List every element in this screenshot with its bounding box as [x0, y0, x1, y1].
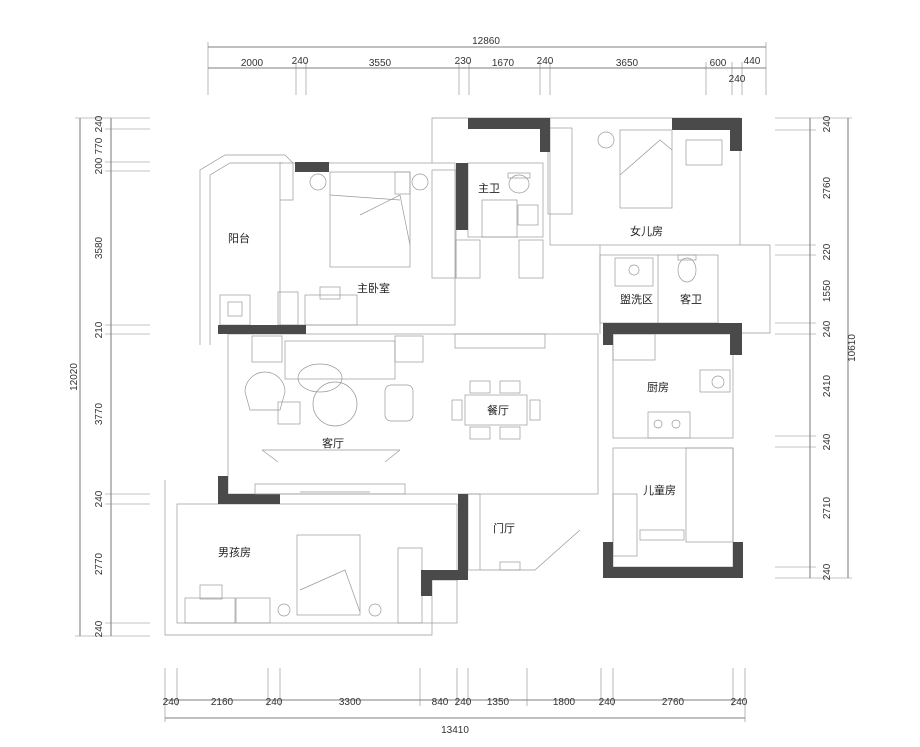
dim-left: 3580 — [94, 236, 105, 259]
dim-bottom: 240 — [599, 697, 616, 708]
dim-bottom-total: 13410 — [441, 725, 469, 736]
dim-top: 440 — [744, 56, 761, 67]
dim-bottom: 240 — [266, 697, 283, 708]
dim-bottom: 2760 — [662, 697, 685, 708]
boy-bed — [296, 534, 361, 616]
dim-bottom: 3300 — [339, 697, 362, 708]
dim-left: 770 — [94, 137, 105, 154]
left-dimensions: 240 770 200 3580 210 3770 240 2770 240 1… — [69, 115, 150, 637]
dim-top: 240 — [292, 56, 309, 67]
toilet — [508, 174, 530, 194]
dim-top: 2000 — [241, 58, 264, 69]
label-laundry: 盥洗区 — [620, 293, 653, 306]
dim-right: 220 — [822, 243, 833, 260]
dim-bottom: 2160 — [211, 697, 234, 708]
label-kitchen: 厨房 — [647, 381, 669, 394]
dim-left: 240 — [94, 490, 105, 507]
dim-top: 240 — [537, 56, 554, 67]
dim-bottom: 240 — [455, 697, 472, 708]
dim-left-total: 12020 — [69, 363, 80, 391]
dim-left: 240 — [94, 115, 105, 132]
dim-top: 3650 — [616, 58, 639, 69]
structural-walls — [218, 118, 743, 596]
daughter-bed — [619, 129, 673, 209]
dim-bottom: 840 — [432, 697, 449, 708]
dim-top-total: 12860 — [472, 36, 500, 47]
dim-left: 200 — [94, 157, 105, 174]
dining-table — [464, 394, 528, 426]
room-labels: 阳台 主卧室 主卫 女儿房 盥洗区 客卫 客厅 餐厅 厨房 儿童房 男孩房 门厅 — [218, 182, 702, 559]
dim-top: 1670 — [492, 58, 515, 69]
dim-top: 230 — [455, 56, 472, 67]
dim-bottom: 240 — [731, 697, 748, 708]
dim-left: 2770 — [94, 552, 105, 575]
label-entrance: 门厅 — [493, 521, 515, 535]
label-master-bath: 主卫 — [478, 182, 500, 195]
label-balcony: 阳台 — [228, 231, 250, 245]
wall-outlines — [164, 117, 771, 636]
right-dimensions: 240 2760 220 1550 240 2410 240 2710 240 … — [775, 115, 858, 580]
label-guest-bath: 客卫 — [680, 292, 702, 306]
dim-top: 240 — [729, 74, 746, 85]
label-children-room: 儿童房 — [643, 483, 676, 497]
dim-bottom: 240 — [163, 697, 180, 708]
dim-right: 240 — [822, 320, 833, 337]
dim-right: 2760 — [822, 176, 833, 199]
sofa — [284, 340, 396, 380]
dim-right: 240 — [822, 115, 833, 132]
top-dimensions: 12860 2000 240 3550 230 1670 240 3650 60… — [207, 36, 767, 95]
dim-bottom: 1800 — [553, 697, 576, 708]
label-living-room: 客厅 — [322, 436, 344, 450]
dim-right: 2410 — [822, 374, 833, 397]
dim-left: 240 — [94, 620, 105, 637]
dim-right: 240 — [822, 563, 833, 580]
dim-right-total: 10610 — [847, 334, 858, 362]
dim-right: 2710 — [822, 496, 833, 519]
furniture — [199, 129, 731, 617]
master-bed — [329, 171, 411, 268]
dim-left: 210 — [94, 321, 105, 338]
dim-top: 3550 — [369, 58, 392, 69]
dim-top: 600 — [710, 58, 727, 69]
dim-right: 240 — [822, 433, 833, 450]
dim-bottom: 1350 — [487, 697, 510, 708]
bottom-dimensions: 240 2160 240 3300 840 240 1350 1800 240 … — [163, 668, 748, 736]
dim-left: 3770 — [94, 402, 105, 425]
dim-right: 1550 — [822, 279, 833, 302]
label-dining-room: 餐厅 — [487, 403, 509, 417]
label-master-bedroom: 主卧室 — [357, 281, 390, 295]
label-daughter-room: 女儿房 — [630, 224, 663, 238]
label-boy-room: 男孩房 — [218, 546, 251, 559]
